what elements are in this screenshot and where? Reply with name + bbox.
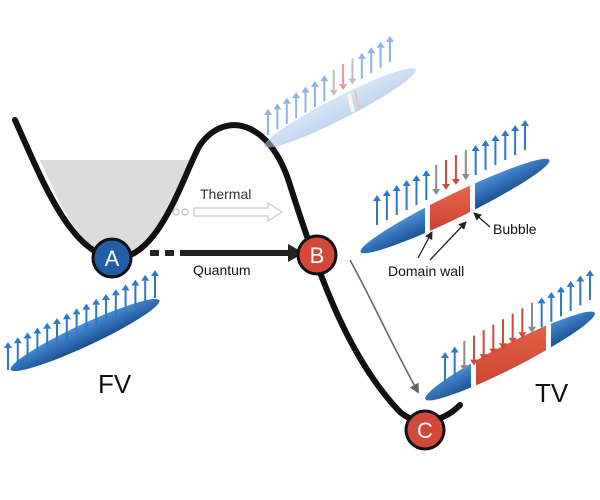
state-c-label: C <box>417 418 433 443</box>
spin-arrow <box>528 302 536 333</box>
spin-arrow <box>121 284 130 313</box>
spin-arrow <box>13 337 22 366</box>
state-node-b: B <box>296 234 338 276</box>
spin-arrow <box>273 103 282 130</box>
spin-arrow <box>499 319 507 350</box>
spin-arrow <box>292 92 301 119</box>
true-vacuum-spin-chain <box>425 270 595 410</box>
domain-wall-label: Domain wall <box>388 263 464 279</box>
spin-arrow <box>264 109 272 135</box>
spin-arrow <box>301 86 310 113</box>
spin-arrow <box>357 52 366 79</box>
faint-spin-chain <box>264 36 416 148</box>
spin-arrow <box>441 352 449 382</box>
b-to-c-arrow <box>349 259 419 394</box>
spin-arrow <box>320 75 329 102</box>
spin-arrow <box>82 303 91 332</box>
spin-arrow <box>479 330 488 361</box>
spin-arrow <box>521 120 529 150</box>
quantum-tunneling-arrow <box>150 244 304 262</box>
spin-arrow <box>141 274 150 303</box>
spin-arrow <box>451 155 460 185</box>
false-vacuum-label: FV <box>98 369 132 399</box>
spin-arrow <box>442 160 451 190</box>
thermal-label: Thermal <box>200 186 251 202</box>
spin-arrow <box>508 313 517 344</box>
spin-arrow <box>92 298 101 327</box>
spin-arrow <box>412 175 421 205</box>
spin-arrow <box>72 308 81 337</box>
bubble-spin-chain <box>360 120 550 254</box>
spin-arrow <box>481 140 490 170</box>
spin-arrow <box>402 180 411 210</box>
bubble-pointer <box>473 212 491 228</box>
spin-arrow <box>23 332 32 361</box>
spin-arrow <box>329 69 338 96</box>
spin-arrow <box>491 135 500 165</box>
spin-arrow <box>53 318 61 346</box>
spin-arrow <box>43 322 52 351</box>
quantum-label: Quantum <box>193 262 251 278</box>
spin-arrow <box>111 289 120 318</box>
spin-arrow <box>282 97 291 124</box>
spin-arrow <box>339 64 348 91</box>
spin-arrow <box>566 280 575 311</box>
spin-arrow <box>33 327 42 356</box>
state-node-a: A <box>91 237 133 279</box>
spin-arrow <box>489 324 498 355</box>
spin-arrow <box>586 270 594 300</box>
spin-arrow <box>460 341 469 372</box>
spin-arrow <box>62 313 71 342</box>
thermal-path-arrow <box>172 201 284 223</box>
bubble-label: Bubble <box>493 221 537 237</box>
state-b-label: B <box>310 243 325 268</box>
spin-arrow <box>547 291 556 322</box>
spin-arrow <box>537 297 546 328</box>
spin-arrow <box>576 275 585 306</box>
spin-arrow <box>461 150 470 180</box>
spin-arrow <box>151 270 159 298</box>
spin-arrow <box>386 36 394 62</box>
spin-arrow <box>432 165 441 195</box>
spin-arrow <box>501 130 510 160</box>
state-a-label: A <box>105 246 120 271</box>
spin-arrow <box>392 185 401 215</box>
spin-arrow <box>102 294 110 322</box>
spin-arrow <box>557 286 565 317</box>
spin-arrow <box>518 308 527 339</box>
domain-wall-pointer-right <box>429 221 467 261</box>
spin-arrow <box>348 58 357 85</box>
spin-arrow <box>310 80 319 107</box>
spin-arrow <box>373 195 381 225</box>
spin-arrow <box>470 335 478 366</box>
spin-arrow <box>511 125 520 155</box>
spin-arrow <box>471 145 480 175</box>
domain-wall-pointer-left <box>417 231 433 259</box>
spin-arrow <box>4 342 12 370</box>
spin-arrow <box>450 346 459 377</box>
spin-arrow <box>422 170 431 200</box>
false-vacuum-spin-chain <box>4 270 160 372</box>
spin-arrow <box>131 279 140 308</box>
state-node-c: C <box>404 409 446 451</box>
spin-arrow <box>367 47 376 74</box>
spin-arrow <box>376 41 385 68</box>
true-vacuum-label: TV <box>535 378 569 408</box>
spin-arrow <box>382 190 391 220</box>
